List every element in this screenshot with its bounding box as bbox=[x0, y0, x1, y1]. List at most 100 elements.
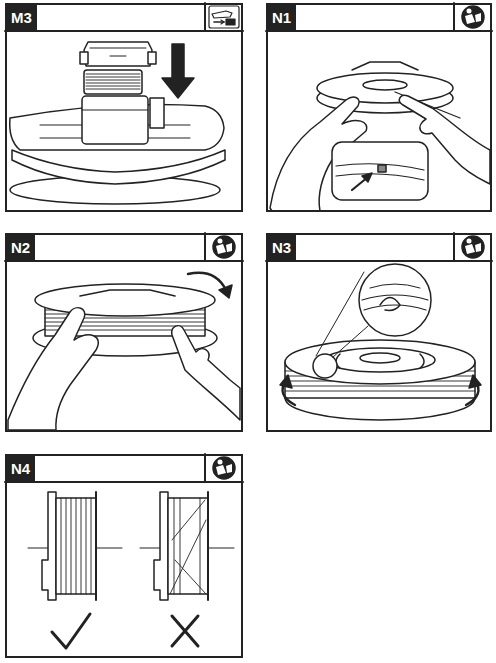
down-arrow bbox=[162, 44, 194, 98]
trimmer-head bbox=[10, 42, 225, 204]
detail-inset bbox=[370, 284, 420, 288]
cross-mark bbox=[172, 616, 198, 646]
spool-side-view bbox=[207, 492, 209, 600]
trimmer-head bbox=[84, 42, 152, 66]
battery-icon bbox=[226, 19, 235, 25]
hand bbox=[8, 308, 240, 430]
spool-wound bbox=[285, 340, 475, 420]
spool-winding bbox=[80, 290, 175, 296]
battery-icon bbox=[221, 20, 224, 24]
spool-side-view bbox=[154, 492, 168, 600]
detail-inset bbox=[336, 174, 424, 180]
trimmer-head bbox=[80, 52, 88, 64]
detail-inset bbox=[316, 272, 368, 357]
manual-icon bbox=[213, 6, 484, 479]
battery-icon bbox=[209, 6, 239, 28]
manual-icon bbox=[216, 464, 232, 475]
manual-icon bbox=[465, 243, 481, 254]
spool-wound bbox=[360, 353, 400, 363]
step-number: N3 bbox=[268, 235, 296, 261]
detail-inset bbox=[332, 142, 428, 200]
panel-header bbox=[266, 30, 492, 32]
panel-header bbox=[204, 454, 206, 482]
manual-icon bbox=[213, 457, 235, 479]
spool-wound bbox=[325, 348, 435, 372]
detail-inset bbox=[380, 298, 400, 311]
manual-icon bbox=[467, 239, 472, 244]
trimmer-head bbox=[90, 48, 146, 49]
step-number: N2 bbox=[7, 235, 35, 261]
step-number: N1 bbox=[268, 5, 296, 31]
rotation-arrow bbox=[469, 375, 481, 388]
spool-side-view bbox=[28, 492, 234, 600]
spool-insert bbox=[363, 80, 407, 90]
detail-inset bbox=[332, 142, 428, 200]
manual-icon bbox=[465, 13, 481, 24]
panel-header bbox=[5, 30, 243, 32]
manual-icon bbox=[216, 243, 232, 254]
spool-side-view bbox=[168, 498, 208, 594]
battery-icon bbox=[209, 6, 239, 28]
step-number: N4 bbox=[7, 456, 35, 482]
panel-header bbox=[453, 233, 455, 261]
trimmer-head bbox=[150, 98, 164, 128]
detail-inset bbox=[378, 165, 386, 172]
step-panel: M3 bbox=[5, 3, 243, 212]
illustration bbox=[5, 3, 492, 648]
manual-icon bbox=[467, 9, 472, 14]
cross-mark bbox=[172, 616, 198, 646]
spool-insert bbox=[352, 62, 418, 70]
panel-header bbox=[204, 3, 206, 31]
trimmer-head bbox=[82, 110, 148, 111]
manual-icon bbox=[462, 6, 484, 28]
step-panel: N2 bbox=[5, 233, 243, 432]
panel-header bbox=[5, 260, 243, 262]
trimmer-head bbox=[12, 150, 225, 184]
spool-side-view bbox=[56, 498, 96, 594]
check-mark bbox=[52, 614, 90, 648]
spool-wound bbox=[285, 340, 475, 384]
step-panel: N3 bbox=[266, 233, 492, 432]
rotation-arrow bbox=[280, 375, 292, 388]
rotation-arrow bbox=[219, 285, 232, 298]
panel-header bbox=[266, 260, 492, 262]
down-arrow bbox=[162, 44, 194, 98]
panel-header bbox=[204, 233, 206, 261]
trimmer-head bbox=[86, 74, 140, 89]
detail-inset bbox=[313, 264, 431, 378]
detail-inset bbox=[359, 264, 431, 336]
hand bbox=[270, 95, 490, 211]
spool-side-view bbox=[61, 498, 91, 594]
trimmer-head bbox=[148, 52, 156, 64]
spool-side-view bbox=[170, 498, 206, 594]
trimmer-head bbox=[84, 70, 142, 94]
hand bbox=[172, 326, 240, 420]
panel-header bbox=[5, 481, 243, 483]
rotation-arrow bbox=[188, 273, 232, 298]
step-panel: N1 bbox=[266, 3, 492, 212]
battery-icon bbox=[212, 11, 232, 18]
spool-side-view bbox=[95, 492, 97, 600]
detail-inset bbox=[362, 173, 372, 182]
manual-icon bbox=[462, 236, 484, 258]
manual-icon bbox=[218, 239, 223, 244]
detail-inset bbox=[313, 354, 337, 378]
spool-wound bbox=[336, 354, 424, 368]
trimmer-head bbox=[82, 96, 148, 144]
rotation-arrow bbox=[280, 375, 481, 405]
manual-icon bbox=[218, 460, 223, 465]
manual-icon bbox=[213, 236, 235, 258]
step-panel: N4 bbox=[5, 454, 243, 658]
spool-winding bbox=[35, 284, 215, 316]
spool-insert bbox=[317, 73, 453, 103]
step-number: M3 bbox=[7, 5, 37, 31]
spool-side-view bbox=[42, 492, 56, 600]
panel-header bbox=[5, 3, 492, 482]
detail-inset bbox=[362, 295, 428, 310]
panel-header bbox=[453, 3, 455, 31]
check-mark bbox=[52, 614, 90, 648]
rotation-arrow bbox=[188, 273, 226, 290]
